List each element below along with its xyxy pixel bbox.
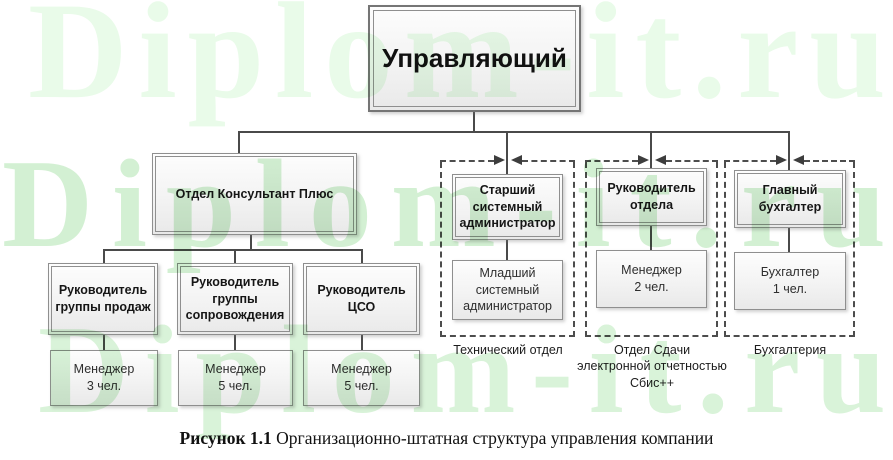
- connector-line: [361, 335, 363, 350]
- node-label: Главный бухгалтер: [758, 183, 822, 214]
- node-label: Руководитель ЦСО: [317, 283, 406, 314]
- arrow-left-icon: [654, 155, 718, 165]
- node-label: Менеджер 5 чел.: [205, 362, 266, 393]
- node-label: Менеджер 3 чел.: [73, 362, 135, 393]
- node-dept-consultant-plus: Отдел Консультант Плюс: [152, 153, 357, 235]
- connector-line: [250, 235, 252, 251]
- node-label: Руководитель группы сопровождения: [185, 274, 285, 323]
- connector-line: [506, 240, 508, 260]
- arrow-right-icon: [440, 155, 504, 165]
- node-cso-managers: Менеджер 5 чел.: [303, 350, 420, 406]
- connector-line: [473, 112, 475, 132]
- node-cso-lead: Руководитель ЦСО: [303, 263, 420, 335]
- group-label-technical-dept: Технический отдел: [453, 343, 563, 357]
- arrow-right-icon: [724, 155, 786, 165]
- group-label-accounting: Бухгалтерия: [753, 343, 827, 357]
- node-sales-managers: Менеджер 3 чел.: [50, 350, 158, 406]
- node-label: Менеджер 2 чел.: [621, 263, 682, 294]
- arrow-left-icon: [510, 155, 575, 165]
- node-label: Менеджер 5 чел.: [331, 362, 392, 393]
- dashed-group-accounting: Главный бухгалтер Бухгалтер 1 чел.: [724, 155, 855, 337]
- dashed-group-sbis-dept: Руководитель отдела Менеджер 2 чел.: [585, 155, 718, 337]
- node-label: Младший системный администратор: [463, 265, 552, 314]
- figure-caption-number: Рисунок 1.1: [179, 428, 272, 448]
- connector-line: [361, 249, 363, 263]
- node-senior-sysadmin: Старший системный администратор: [452, 174, 563, 240]
- node-label: Отдел Консультант Плюс: [175, 186, 334, 201]
- node-accountant: Бухгалтер 1 чел.: [734, 252, 846, 310]
- connector-line: [103, 249, 105, 263]
- arrow-left-icon: [792, 155, 855, 165]
- connector-line: [238, 131, 240, 154]
- figure-caption: Рисунок 1.1 Организационно-штатная струк…: [0, 428, 893, 449]
- node-junior-sysadmin: Младший системный администратор: [452, 260, 563, 320]
- node-support-managers: Менеджер 5 чел.: [178, 350, 293, 406]
- connector-line: [238, 131, 790, 133]
- connector-line: [506, 131, 508, 177]
- node-label: Руководитель группы продаж: [55, 283, 151, 314]
- connector-line: [103, 335, 105, 350]
- node-dept-head: Руководитель отдела: [596, 168, 707, 226]
- node-chief-accountant: Главный бухгалтер: [734, 170, 846, 228]
- node-sbis-managers: Менеджер 2 чел.: [596, 250, 707, 308]
- dashed-group-technical-dept: Старший системный администратор Младший …: [440, 155, 575, 337]
- node-sales-group-lead: Руководитель группы продаж: [48, 263, 158, 335]
- connector-line: [103, 249, 363, 251]
- node-support-group-lead: Руководитель группы сопровождения: [177, 263, 293, 335]
- connector-line: [234, 249, 236, 263]
- connector-line: [234, 335, 236, 350]
- connector-line: [650, 226, 652, 250]
- group-label-sbis-dept: Отдел Сдачи электронной отчетностью Сбис…: [577, 343, 727, 390]
- figure-caption-text: Организационно-штатная структура управле…: [271, 428, 714, 448]
- node-label: Управляющий: [382, 42, 567, 73]
- connector-line: [650, 131, 652, 171]
- node-label: Руководитель отдела: [607, 181, 696, 212]
- node-label: Старший системный администратор: [459, 182, 556, 231]
- arrow-right-icon: [585, 155, 648, 165]
- node-manager-root: Управляющий: [368, 5, 581, 112]
- connector-line: [788, 131, 790, 173]
- connector-line: [788, 228, 790, 252]
- node-label: Бухгалтер 1 чел.: [760, 265, 820, 296]
